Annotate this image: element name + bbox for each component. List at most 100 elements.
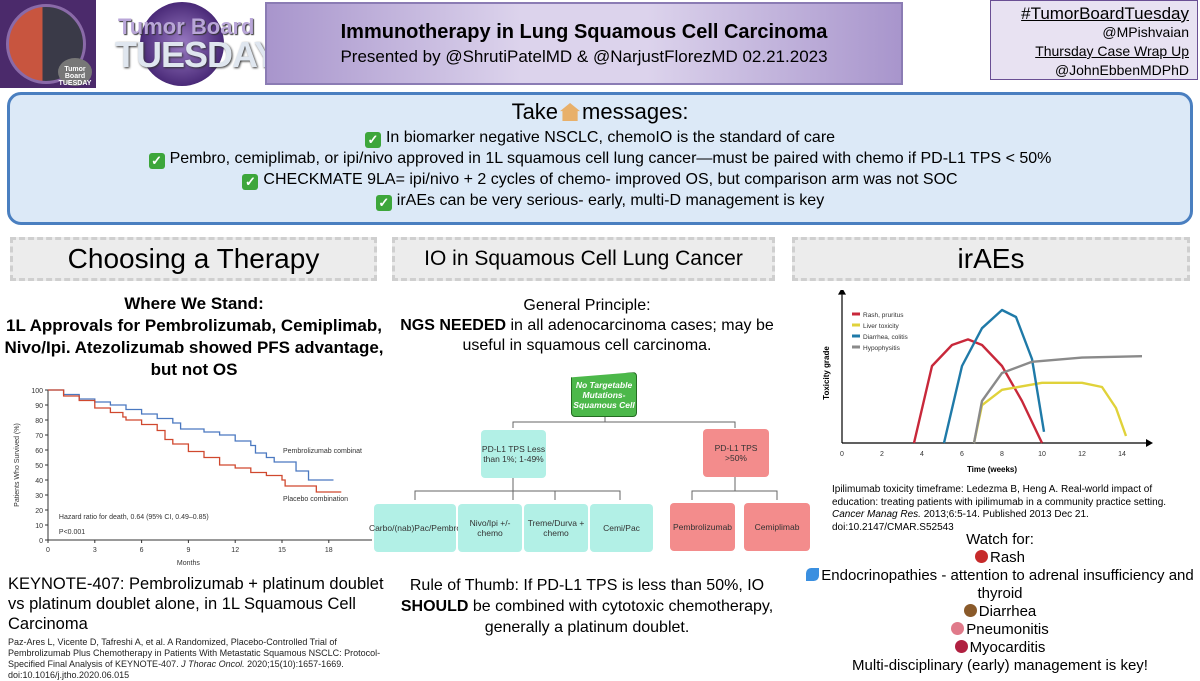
y-tick-label: 10 <box>35 523 43 530</box>
rule-bold: SHOULD <box>400 598 469 615</box>
takehome-text: irAEs can be very serious- early, multi-… <box>396 192 825 209</box>
flow-root-node: No Targetable Mutations- Squamous Cell <box>571 372 637 417</box>
title-post: messages: <box>582 99 689 124</box>
low-tps-label: PD-L1 TPS Less than 1%; 1-49% <box>481 444 546 464</box>
heart-icon <box>954 640 968 653</box>
watch-text: Pneumonitis <box>966 621 1049 638</box>
handle-1: @MPishvaian <box>1102 24 1189 40</box>
x-tick-label: 0 <box>46 547 50 554</box>
y-tick-label: 80 <box>35 418 43 425</box>
x-tick-label: 12 <box>231 547 239 554</box>
rule-pre: Rule of Thumb: If PD-L1 TPS is less than… <box>409 577 765 594</box>
km-curve-pembro <box>48 389 334 481</box>
x-tick-label: 9 <box>186 547 190 554</box>
watch-text: Diarrhea <box>978 603 1037 620</box>
option-label: Cemiplimab <box>754 522 800 532</box>
y-tick-label: 70 <box>35 433 43 440</box>
takehome-item: ✓Pembro, cemiplimab, or ipi/nivo approve… <box>10 148 1190 169</box>
y-axis-label: Toxicity grade <box>822 346 831 400</box>
photo-badge: Tumor Board TUESDAY <box>58 58 92 87</box>
takehome-text: Pembro, cemiplimab, or ipi/nivo approved… <box>169 150 1052 167</box>
y-tick-label: 100 <box>31 388 43 395</box>
house-icon <box>560 103 581 121</box>
flow-option-node: Cemiplimab <box>744 503 810 551</box>
takehome-item: ✓irAEs can be very serious- early, multi… <box>10 190 1190 211</box>
option-label: Carbo/(nab)Pac/Pembro <box>368 523 462 533</box>
x-tick-label: 14 <box>1118 451 1126 458</box>
watch-item: Myocarditis <box>800 639 1200 657</box>
takehome-item: ✓In biomarker negative NSCLC, chemoIO is… <box>10 127 1190 148</box>
watch-text: Myocarditis <box>969 639 1046 656</box>
p-value-annotation: P<0.001 <box>59 529 85 536</box>
where-we-stand-title: Where We Stand: <box>124 294 264 313</box>
option-label: Nivo/Ipi +/-chemo <box>469 518 511 538</box>
y-tick-label: 40 <box>35 478 43 485</box>
x-tick-label: 18 <box>325 547 333 554</box>
toxicity-curve <box>972 355 1143 444</box>
poop-icon <box>963 604 977 617</box>
y-tick-label: 90 <box>35 403 43 410</box>
where-we-stand: Where We Stand: 1L Approvals for Pembroli… <box>0 293 388 381</box>
logo-line1: Tumor Board <box>118 14 255 39</box>
flow-option-node: Carbo/(nab)Pac/Pembro <box>369 504 461 552</box>
rule-post: be combined with cytotoxic chemotherapy,… <box>468 598 774 636</box>
legend-label: Diarrhea, colitis <box>863 334 909 341</box>
principle-label: General Principle: <box>523 297 651 314</box>
watch-item: Rash <box>800 549 1200 567</box>
hashtag-link[interactable]: #TumorBoardTuesday <box>1021 4 1189 23</box>
watch-text: Rash <box>989 549 1026 566</box>
x-arrow-icon <box>1146 439 1153 447</box>
x-axis-label: Time (weeks) <box>967 465 1017 474</box>
watch-item: Pneumonitis <box>800 621 1200 639</box>
check-icon: ✓ <box>375 195 392 211</box>
flow-low-tps-node: PD-L1 TPS Less than 1%; 1-49% <box>481 430 546 478</box>
flow-option-node: Nivo/Ipi +/-chemo <box>458 504 522 552</box>
flow-high-tps-node: PD-L1 TPS >50% <box>703 429 769 477</box>
x-axis-label: Months <box>177 560 200 567</box>
flowchart-connectors <box>414 417 778 500</box>
wrapup-link[interactable]: Thursday Case Wrap Up <box>1035 43 1189 59</box>
y-tick-label: 20 <box>35 508 43 515</box>
high-tps-label: PD-L1 TPS >50% <box>714 443 758 463</box>
x-tick-label: 0 <box>840 451 844 458</box>
y-axis-label: Patients Who Survived (%) <box>14 423 21 507</box>
takehome-text: CHECKMATE 9LA= ipi/nivo + 2 cycles of ch… <box>263 171 958 188</box>
check-icon: ✓ <box>242 174 259 190</box>
cite-text: Ipilimumab toxicity timeframe: Ledezma B… <box>832 484 1167 508</box>
treatment-flowchart: No Targetable Mutations- Squamous Cell P… <box>369 370 810 560</box>
root-label: No Targetable Mutations- Squamous Cell <box>573 379 635 410</box>
x-tick-label: 6 <box>140 547 144 554</box>
section-header-choosing-therapy: Choosing a Therapy <box>10 237 377 281</box>
hazard-ratio-annotation: Hazard ratio for death, 0.64 (95% CI, 0.… <box>59 514 209 521</box>
watch-item: Endocrinopathies - attention to adrenal … <box>800 567 1200 603</box>
cite-journal: Cancer Manag Res. <box>832 509 921 520</box>
butterfly-icon <box>806 568 820 581</box>
watch-text: Endocrinopathies - attention to adrenal … <box>821 567 1194 602</box>
series-label: Placebo combination <box>283 496 348 503</box>
presenters-subtitle: Presented by @ShrutiPatelMD & @NarjustFl… <box>340 47 828 66</box>
ref-text: Paz-Ares L, Vicente D, Tafreshi A, et al… <box>8 637 381 669</box>
x-tick-label: 2 <box>880 451 884 458</box>
approvals-text: 1L Approvals for Pembrolizumab, Cemiplim… <box>4 316 384 379</box>
y-tick-label: 30 <box>35 493 43 500</box>
legend-label: Hypophysitis <box>863 345 901 352</box>
x-tick-label: 10 <box>1038 451 1046 458</box>
ngs-rest: in all adenocarcinoma cases; may be usef… <box>462 317 774 354</box>
ngs-bold: NGS NEEDED <box>400 317 507 334</box>
presenters-photo: Tumor Board TUESDAY <box>0 0 96 88</box>
x-tick-label: 6 <box>960 451 964 458</box>
takehome-item: ✓CHECKMATE 9LA= ipi/nivo + 2 cycles of c… <box>10 169 1190 190</box>
x-tick-label: 12 <box>1078 451 1086 458</box>
keynote-reference: Paz-Ares L, Vicente D, Tafreshi A, et al… <box>8 637 388 681</box>
section-header-iraes: irAEs <box>792 237 1190 281</box>
section-header-io-squamous: IO in Squamous Cell Lung Cancer <box>392 237 775 281</box>
check-icon: ✓ <box>148 153 165 169</box>
y-arrow-icon <box>838 290 846 295</box>
x-tick-label: 3 <box>93 547 97 554</box>
